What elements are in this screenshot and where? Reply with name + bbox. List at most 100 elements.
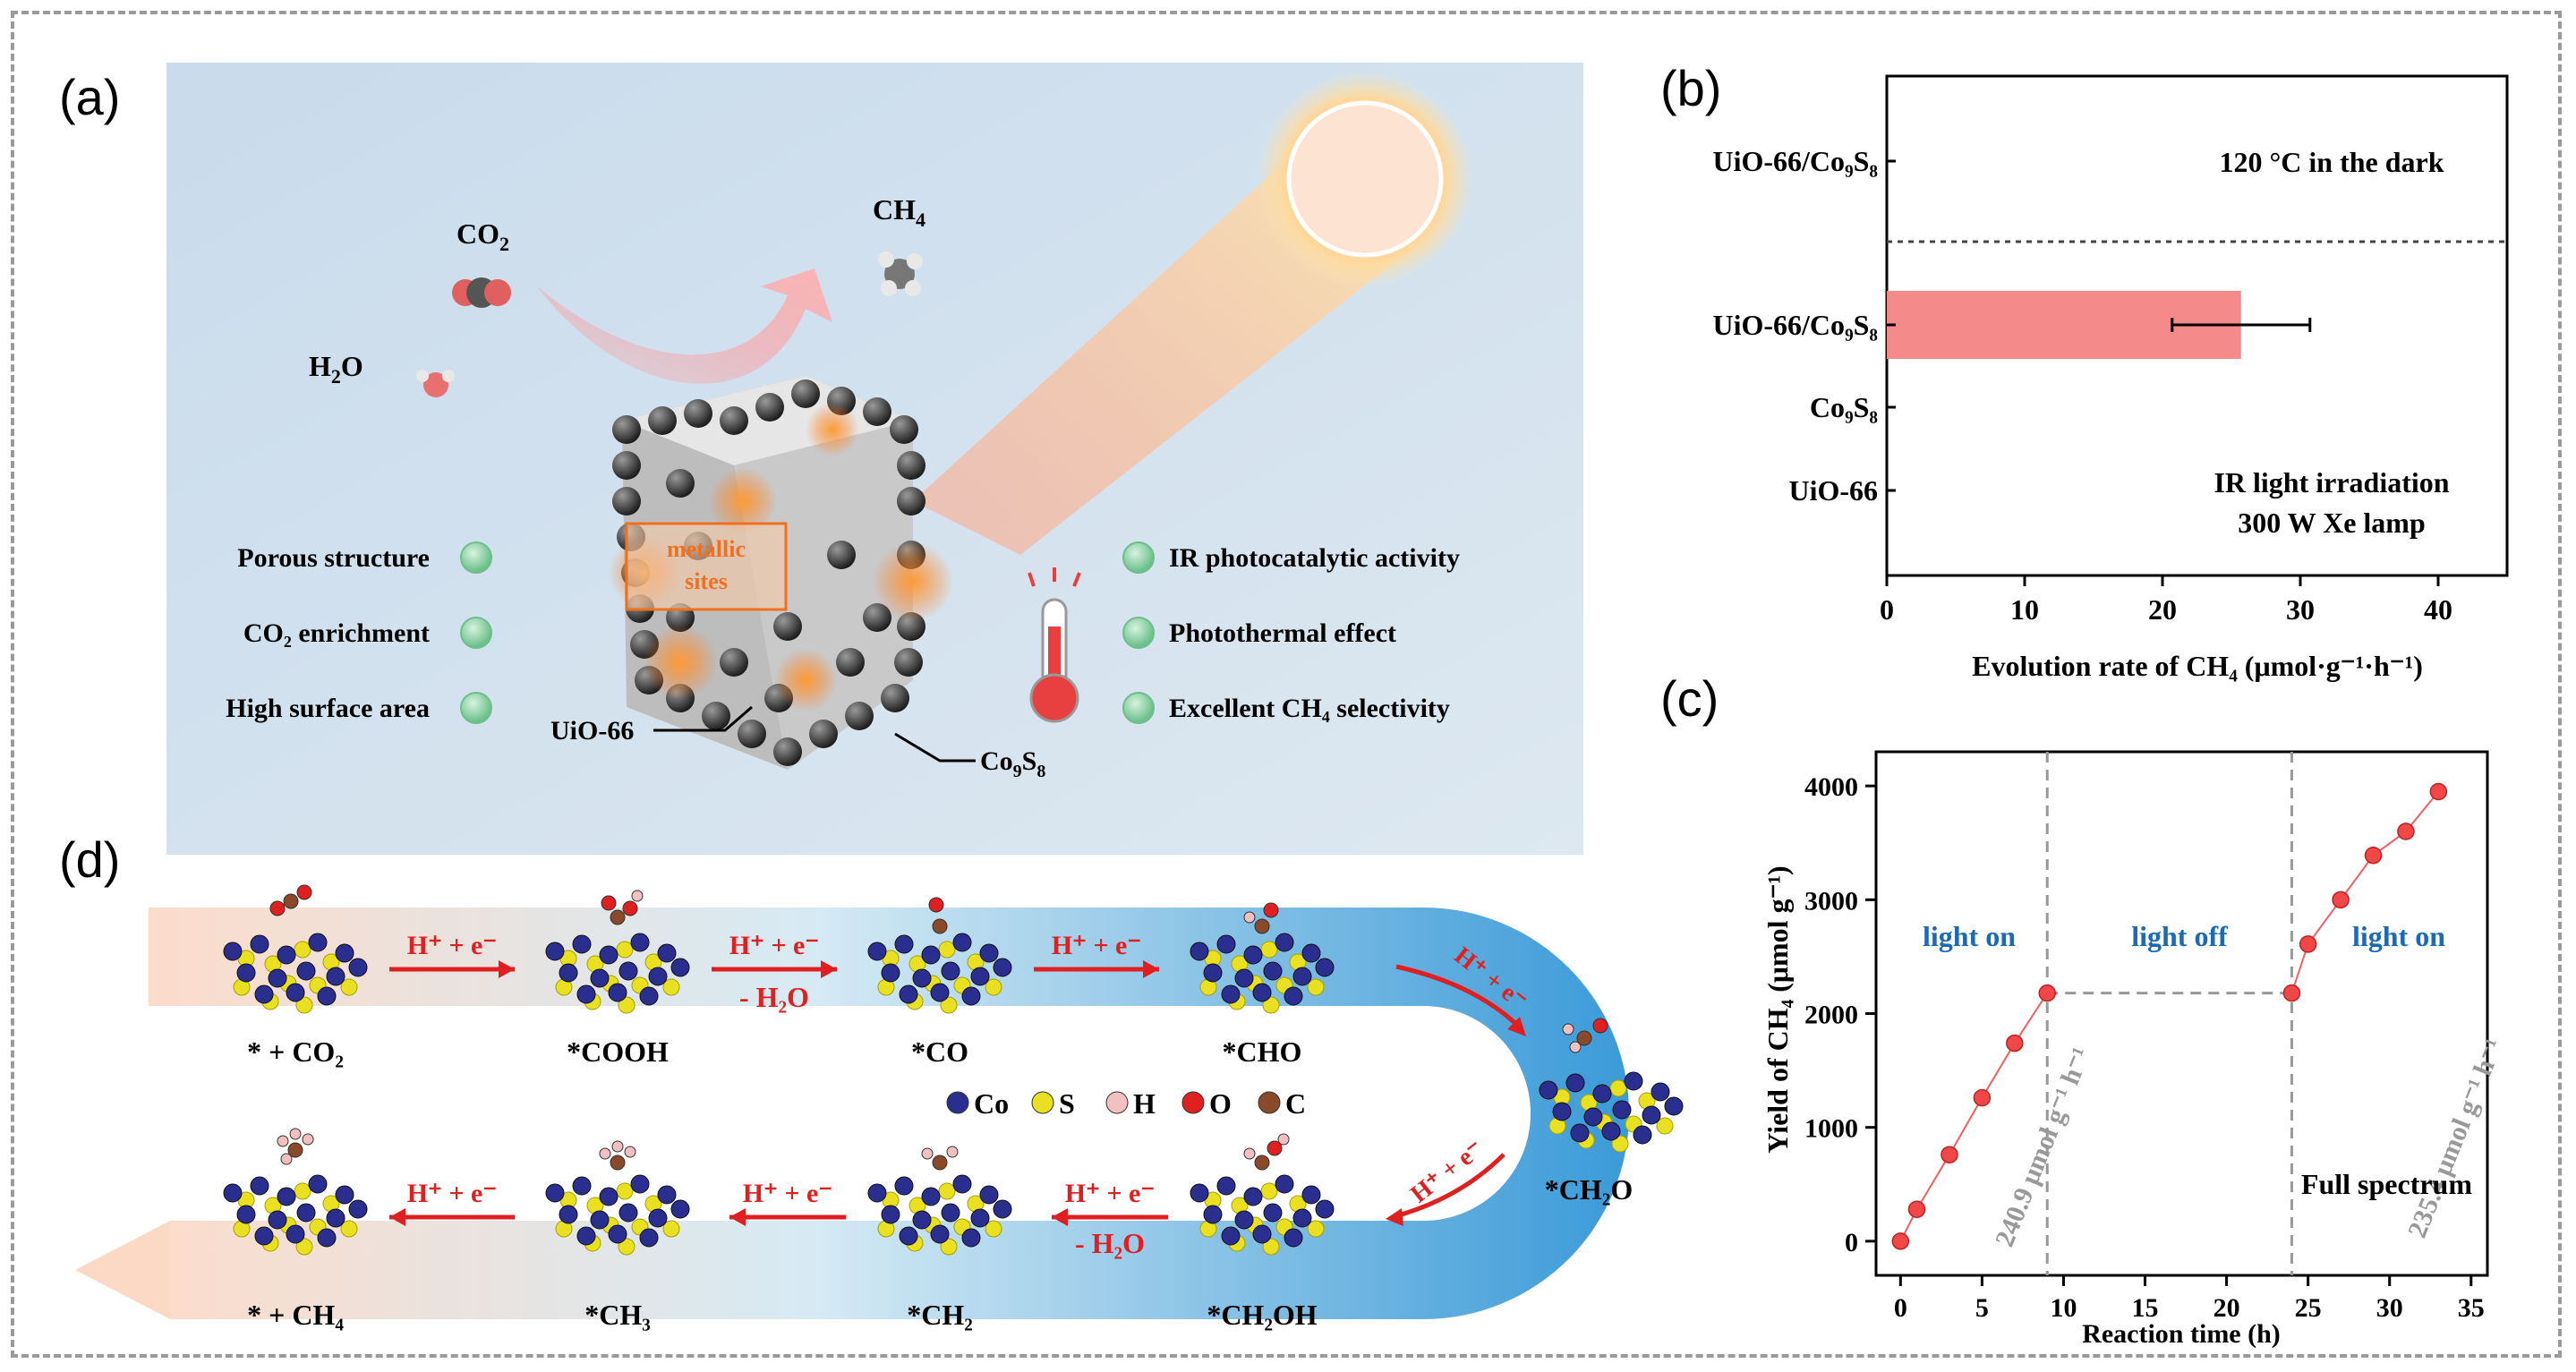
state-label-top: *CO: [911, 1035, 968, 1068]
metallic-sites-box: [625, 522, 788, 611]
sulfur-atom: [1262, 996, 1280, 1014]
cobalt-atom: [657, 1185, 677, 1205]
yield-point: [1973, 1088, 1992, 1107]
yield-point: [2006, 1034, 2024, 1052]
cobalt-atom: [599, 1187, 618, 1206]
catalyst-cluster: [1190, 902, 1335, 1014]
catalyst-cluster: [545, 890, 690, 1014]
cobalt-atom: [952, 1174, 972, 1194]
co9s8-particle: [897, 487, 925, 516]
right-feature-text: Excellent CH₄ selectivity: [1169, 694, 1450, 723]
feature-dot-icon: [1122, 617, 1155, 649]
panel-a-label: (a): [59, 69, 120, 125]
sun-icon: [1286, 100, 1444, 258]
sulfur-atom: [662, 978, 680, 996]
figure-frame: [11, 11, 2562, 1358]
cobalt-atom: [286, 983, 305, 1002]
cobalt-atom: [1565, 1073, 1585, 1093]
metallic-sites-line2: sites: [685, 568, 728, 594]
cobalt-atom: [1275, 933, 1294, 952]
state-label-top: * + CO₂: [247, 1035, 344, 1068]
cobalt-atom: [993, 1199, 1012, 1219]
co9s8-particle: [612, 451, 641, 480]
sulfur-atom: [940, 996, 958, 1014]
sulfur-atom: [616, 941, 634, 959]
cobalt-atom: [894, 1176, 914, 1196]
cobalt-atom: [317, 1228, 337, 1248]
adsorbate-atom: [1576, 1030, 1592, 1046]
cobalt-atom: [630, 933, 650, 952]
adsorbate-atom: [946, 1146, 959, 1158]
cobalt-atom: [1263, 1203, 1283, 1223]
cobalt-atom: [317, 986, 337, 1006]
pathway-arrow-neck: [170, 1221, 188, 1319]
feature-dot-icon: [460, 617, 492, 649]
catalyst-cluster: [867, 897, 1012, 1014]
co9s8-particle: [755, 393, 784, 422]
sulfur-atom: [1611, 1135, 1629, 1153]
cobalt-atom: [559, 963, 578, 983]
adsorbate-atom: [283, 893, 299, 909]
cobalt-atom: [268, 968, 287, 988]
step-label-top: H⁺ + e⁻: [1052, 931, 1141, 960]
adsorbate-atom: [287, 1142, 303, 1158]
x-tick-label: 20: [2148, 593, 2177, 626]
sulfur-atom: [340, 1220, 358, 1238]
yield-point: [2397, 822, 2415, 840]
legend-atom-icon: [1031, 1091, 1054, 1114]
cobalt-atom: [961, 986, 981, 1006]
panel-c-label: (c): [1660, 670, 1719, 727]
cobalt-atom: [236, 963, 256, 983]
cobalt-atom: [1292, 967, 1312, 986]
yield-point: [2364, 846, 2383, 865]
cobalt-atom: [1292, 1208, 1312, 1228]
y-tick-label: 0: [1845, 1228, 1858, 1257]
step-arrow-bottom-head: [729, 1208, 746, 1226]
co9s8-particle: [791, 379, 820, 408]
co9s8-particle: [648, 406, 677, 435]
sulfur-atom: [985, 978, 1002, 996]
cobalt-atom: [899, 1226, 918, 1246]
cobalt-atom: [930, 983, 950, 1002]
adsorbate-atom: [289, 1128, 302, 1140]
sulfur-atom: [1307, 978, 1325, 996]
cobalt-atom: [268, 1210, 287, 1230]
cobalt-atom: [1315, 958, 1335, 977]
x-tick-label: 30: [2286, 593, 2315, 626]
rate-annotation-1: 240.9 μmol g⁻¹ h⁻¹: [1990, 1044, 2096, 1251]
cobalt-atom: [648, 967, 668, 986]
cobalt-atom: [223, 942, 243, 961]
right-feature-text: Photothermal effect: [1169, 618, 1396, 648]
cobalt-atom: [250, 934, 269, 954]
step-arrow-top-head: [1143, 960, 1159, 978]
adsorbate-atom: [1243, 911, 1256, 924]
cobalt-atom: [618, 961, 638, 981]
sulfur-atom: [1656, 1117, 1674, 1135]
yield-point: [1941, 1146, 1958, 1163]
cobalt-atom: [1216, 1176, 1236, 1196]
catalyst-cluster: [1190, 1133, 1335, 1256]
legend-label: O: [1209, 1087, 1232, 1120]
cobalt-atom: [348, 958, 368, 977]
turn-arrow-lower-head: [1386, 1208, 1403, 1226]
sulfur-atom: [294, 1182, 311, 1200]
cobalt-atom: [912, 1210, 932, 1230]
category-label: Co₉S₈: [1810, 391, 1878, 423]
cobalt-atom: [941, 961, 960, 981]
x-tick-label: 30: [2376, 1293, 2403, 1323]
cobalt-atom: [590, 1210, 610, 1230]
co2-label: CO2: [456, 217, 509, 255]
state-label-bottom: *CH₂OH: [1207, 1299, 1317, 1331]
catalyst-cluster: [223, 1128, 368, 1256]
step-label-bottom: H⁺ + e⁻: [1065, 1179, 1155, 1208]
full-spectrum-label: Full spectrum: [2301, 1168, 2472, 1200]
cobalt-atom: [881, 1205, 900, 1224]
cobalt-atom: [1221, 984, 1241, 1004]
yield-point: [2282, 984, 2301, 1002]
cobalt-atom: [599, 945, 618, 965]
cobalt-atom: [308, 1174, 328, 1194]
cobalt-atom: [335, 1185, 354, 1205]
sulfur-atom: [295, 996, 313, 1014]
